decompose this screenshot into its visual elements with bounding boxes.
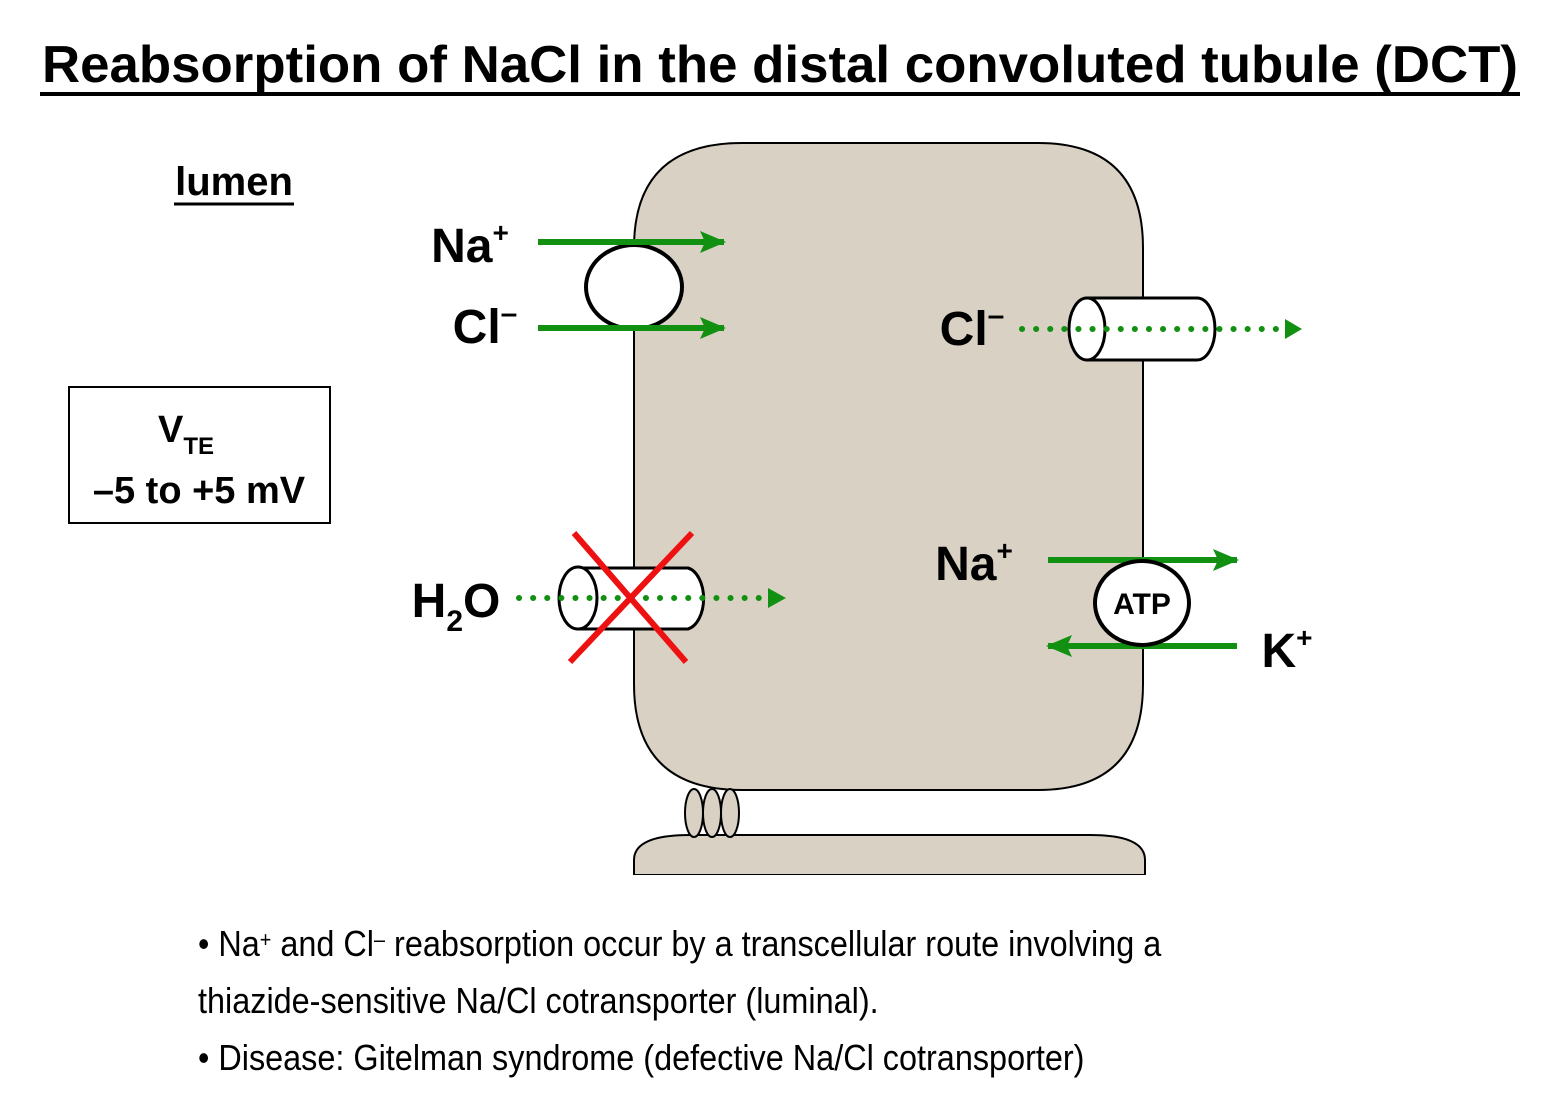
note-bullet-1-line-1: • Na+ and Cl– reabsorption occur by a tr…	[198, 923, 1162, 964]
h2o-label: H2O	[412, 575, 501, 638]
adjacent-cell	[633, 834, 1146, 875]
tight-junction	[684, 788, 740, 838]
epithelial-cell	[633, 142, 1144, 791]
na-label-basolateral: Na+	[935, 535, 1013, 591]
nacl-cotransporter	[584, 243, 684, 331]
na-k-atpase	[1093, 559, 1191, 647]
k-label: K+	[1261, 622, 1312, 678]
vte-box	[68, 386, 331, 524]
lumen-label: lumen	[175, 160, 293, 204]
na-label-luminal: Na+	[431, 217, 509, 273]
note-bullet-1-line-2: thiazide-sensitive Na/Cl cotransporter (…	[198, 980, 879, 1021]
vte-subscript: TE	[183, 433, 214, 460]
vte-symbol: VTE	[158, 409, 214, 460]
note-bullet-2: • Disease: Gitelman syndrome (defective …	[198, 1037, 1085, 1078]
vte-range: –5 to +5 mV	[93, 470, 306, 512]
cl-label-luminal: Cl–	[453, 297, 518, 354]
notes: • Na+ and Cl– reabsorption occur by a tr…	[198, 915, 1404, 1086]
atp-label: ATP	[1113, 588, 1171, 621]
blocked-x-icon	[567, 530, 695, 665]
page-title: Reabsorption of NaCl in the distal convo…	[42, 36, 1518, 94]
cl-label-basolateral: Cl–	[940, 299, 1005, 356]
